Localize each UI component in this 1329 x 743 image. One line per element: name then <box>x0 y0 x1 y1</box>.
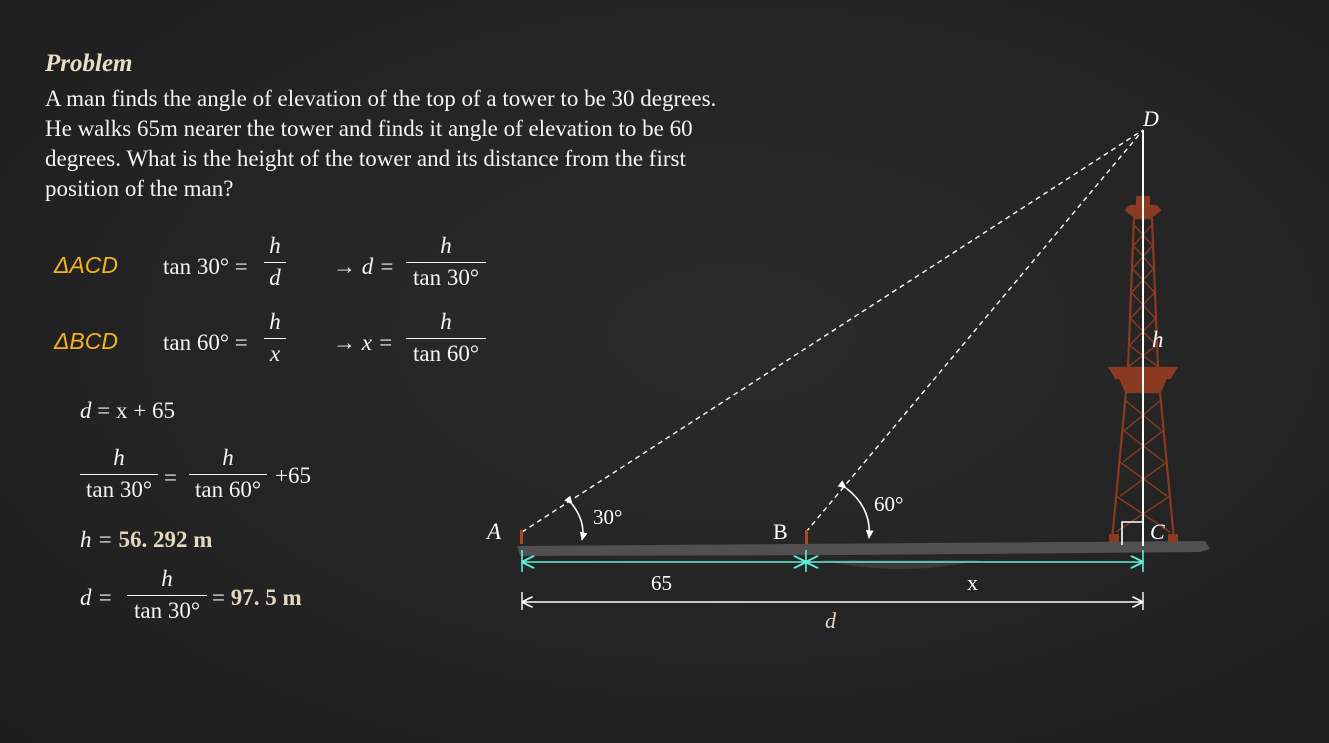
angle-arc-b <box>837 480 874 539</box>
problem-title: Problem <box>45 50 133 77</box>
observer-post-a <box>520 530 523 544</box>
fraction-denominator: tan 30° <box>80 474 158 503</box>
segment-ab-label: 65 <box>651 571 672 595</box>
triangle-bcd-label: ΔBCD <box>54 328 118 354</box>
fraction-h-over-tan30-result: h tan 30° <box>127 566 207 624</box>
d-result-label: d = <box>80 585 113 610</box>
angle-a-label: 30° <box>593 505 622 529</box>
right-angle-mark <box>1121 521 1143 545</box>
fraction-denominator: tan 30° <box>127 595 207 624</box>
fraction-numerator: h <box>440 233 452 258</box>
height-label: h <box>1152 327 1164 352</box>
fraction-denominator: tan 60° <box>406 338 486 367</box>
angle-b-label: 60° <box>874 492 903 516</box>
fraction-h-over-tan60: h tan 60° <box>406 309 486 367</box>
fraction-h-over-tan60-right: h tan 60° <box>189 445 267 503</box>
observer-post-b <box>805 530 808 544</box>
ground-strip <box>517 541 1210 556</box>
tan30-lhs: tan 30° = <box>163 254 248 279</box>
triangle-acd-label: ΔACD <box>54 252 118 278</box>
fraction-numerator: h <box>161 566 173 591</box>
plus-65: +65 <box>275 463 311 488</box>
fraction-h-over-tan30-left: h tan 30° <box>80 445 158 503</box>
sight-line-bd <box>805 129 1144 533</box>
segment-ac-label: d <box>825 608 837 633</box>
fraction-h-over-x: h x <box>264 309 286 367</box>
fraction-numerator: h <box>113 445 125 470</box>
point-d-label: D <box>1142 106 1159 131</box>
arrow-d-equals: → d = <box>333 254 395 279</box>
fraction-numerator: h <box>440 309 452 334</box>
fraction-denominator: x <box>264 338 286 367</box>
arrow-x-equals: → x = <box>333 330 394 355</box>
fraction-denominator: tan 60° <box>189 474 267 503</box>
sight-line-ad <box>521 129 1144 533</box>
fraction-numerator: h <box>269 309 281 334</box>
fraction-denominator: tan 30° <box>406 262 486 291</box>
segment-bc-label: x <box>967 570 978 595</box>
d-equals-x-plus-65: d = x + 65 <box>80 398 175 423</box>
tan60-lhs: tan 60° = <box>163 330 248 355</box>
fraction-numerator: h <box>222 445 234 470</box>
h-result: h = 56. 292 m <box>80 527 213 552</box>
d-result-value: = 97. 5 m <box>212 585 302 610</box>
fraction-h-over-tan30: h tan 30° <box>406 233 486 291</box>
point-a-label: A <box>485 519 502 544</box>
angle-arc-a <box>564 495 588 541</box>
point-b-label: B <box>773 519 788 544</box>
point-c-label: C <box>1150 519 1165 544</box>
fraction-numerator: h <box>269 233 281 258</box>
h-result-value: 56. 292 m <box>118 527 213 552</box>
fraction-denominator: d <box>264 262 286 291</box>
problem-text: A man finds the angle of elevation of th… <box>45 86 717 201</box>
equals-sign: = <box>164 465 177 490</box>
fraction-h-over-d: h d <box>264 233 286 291</box>
problem-block: Problem A man finds the angle of elevati… <box>45 50 735 204</box>
